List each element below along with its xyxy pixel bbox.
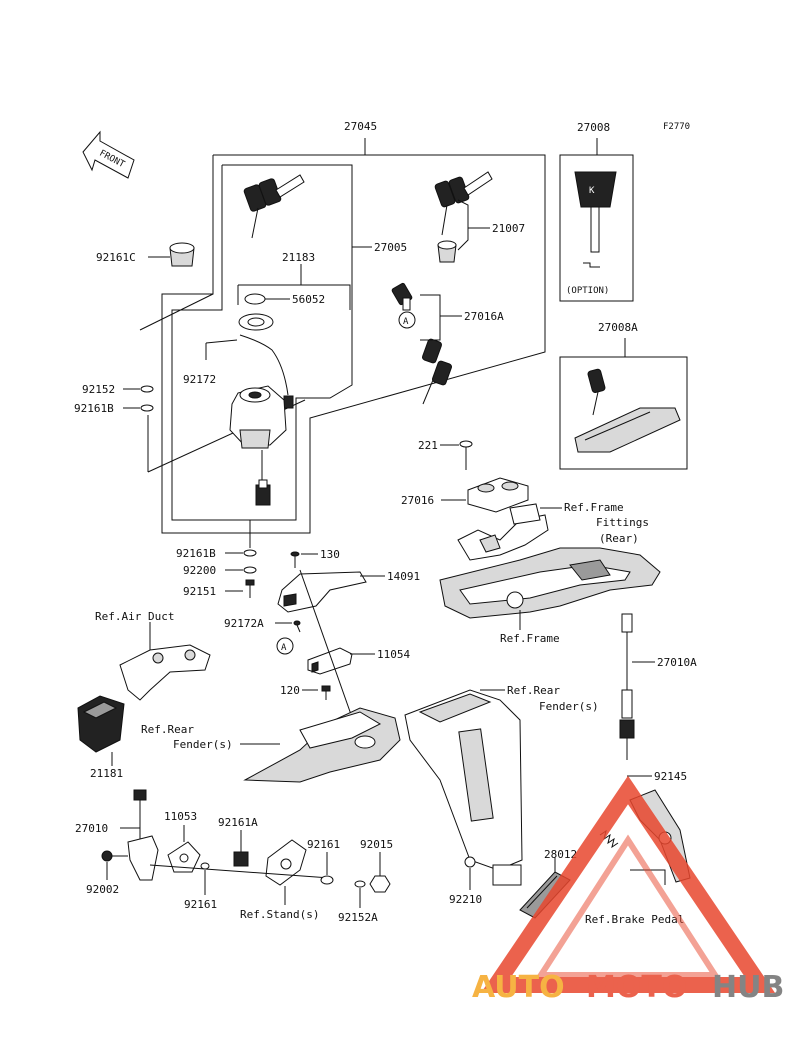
option-key-box: K (OPTION)	[559, 138, 634, 302]
label-27005: 27005	[374, 241, 407, 254]
label-92161-right: 92161	[307, 838, 340, 851]
cap-icon-92161C	[169, 242, 195, 267]
label-27008A: 27008A	[598, 321, 638, 334]
nut-icon-92210	[464, 856, 476, 868]
label-14091: 14091	[387, 570, 420, 583]
label-92161-left: 92161	[184, 898, 217, 911]
watermark-hub: HUB	[712, 970, 784, 1005]
screw-icon-92172A	[293, 620, 301, 633]
label-56052: 56052	[292, 293, 325, 306]
washer-icon-92152A	[354, 880, 366, 888]
label-221: 221	[418, 439, 438, 452]
side-stand-switch-icon-27010	[127, 789, 159, 881]
watermark-moto: MOTO	[586, 970, 687, 1005]
label-92151: 92151	[183, 585, 216, 598]
ignition-switch-icon	[205, 313, 294, 506]
label-28012: 28012	[544, 848, 577, 861]
rear-fender-left-icon	[243, 707, 401, 783]
figure-code: F2770	[663, 122, 690, 132]
bolt-icon-120	[321, 685, 331, 700]
label-92161A: 92161A	[218, 816, 258, 829]
spare-key-icon	[574, 368, 681, 453]
plate-icon-11053	[167, 841, 201, 873]
key-icon-set-right	[434, 171, 493, 263]
label-27016A: 27016A	[464, 310, 504, 323]
ref-air-duct: Ref.Air Duct	[95, 610, 174, 623]
label-21007: 21007	[492, 222, 525, 235]
label-92172A: 92172A	[224, 617, 264, 630]
label-92161C: 92161C	[96, 251, 136, 264]
washer-icon-92200	[243, 566, 257, 574]
label-92161B-bottom: 92161B	[176, 547, 216, 560]
washer-icon-92161B-bottom	[243, 549, 257, 557]
ref-stand: Ref.Stand(s)	[240, 908, 319, 921]
ref-frame: Ref.Frame	[500, 632, 560, 645]
nut-icon-92015	[369, 875, 391, 893]
label-92210: 92210	[449, 893, 482, 906]
label-92015: 92015	[360, 838, 393, 851]
ref-rear-fender-left-1: Ref.Rear	[141, 723, 194, 736]
screw-icon-221	[459, 440, 473, 470]
frame-fittings-icon	[457, 503, 549, 561]
label-27016: 27016	[401, 494, 434, 507]
ref-frame-fittings-1: Ref.Frame	[564, 501, 624, 514]
callout-a-bottom-label: A	[281, 643, 287, 653]
cover-icon-14091	[277, 571, 367, 613]
label-21183: 21183	[282, 251, 315, 264]
label-92200: 92200	[183, 564, 216, 577]
label-11054: 11054	[377, 648, 410, 661]
label-11053: 11053	[164, 810, 197, 823]
ref-rear-fender-right-1: Ref.Rear	[507, 684, 560, 697]
label-27010: 27010	[75, 822, 108, 835]
ref-rear-fender-right-2: Fender(s)	[539, 700, 599, 713]
label-120: 120	[280, 684, 300, 697]
callout-a-top	[398, 311, 416, 329]
bolt-icon-92002	[101, 850, 128, 862]
front-arrow-icon: FRONT	[82, 130, 135, 179]
svg-text:K: K	[589, 186, 595, 196]
rear-frame-icon	[439, 547, 661, 619]
watermark-auto: AUTO	[472, 970, 565, 1005]
label-130: 130	[320, 548, 340, 561]
ref-brake-pedal: Ref.Brake Pedal	[585, 913, 684, 926]
label-27008: 27008	[577, 121, 610, 134]
ecu-icon-21181	[77, 695, 125, 753]
label-21181: 21181	[90, 767, 123, 780]
washer-icon-92161-left	[200, 862, 210, 870]
ref-frame-fittings-3: (Rear)	[599, 532, 639, 545]
callout-a-top-label: A	[403, 317, 409, 327]
option-label: (OPTION)	[566, 286, 609, 296]
bracket-icon-11054	[307, 647, 353, 675]
o-ring-icon-56052	[244, 293, 266, 305]
bolt-icon-92151	[245, 579, 255, 598]
washer-icon-92161B	[140, 404, 154, 412]
watermark-logo: AUTO MOTO HUB	[472, 775, 784, 1005]
transponder-key-icon-set	[391, 282, 462, 405]
ref-rear-fender-left-2: Fender(s)	[173, 738, 233, 751]
label-92152: 92152	[82, 383, 115, 396]
label-92172: 92172	[183, 373, 216, 386]
side-stand-icon	[149, 839, 331, 886]
callout-a-bottom	[276, 637, 294, 655]
washer-icon-92161-right	[320, 875, 334, 885]
washer-icon-92152	[140, 385, 154, 393]
air-duct-icon	[119, 644, 211, 701]
ref-frame-fittings-2: Fittings	[596, 516, 649, 529]
collar-icon-92161A	[233, 851, 249, 867]
label-92161B-top: 92161B	[74, 402, 114, 415]
ignition-switch-set-outline	[139, 138, 546, 534]
key-icon-set-left	[243, 174, 305, 239]
bracket-icon-27016	[467, 477, 529, 513]
label-27045: 27045	[344, 120, 377, 133]
stop-switch-icon-27010A	[619, 613, 635, 760]
screw-icon-130	[290, 551, 300, 568]
label-92152A: 92152A	[338, 911, 378, 924]
rear-fender-right-icon	[404, 689, 523, 886]
label-92145: 92145	[654, 770, 687, 783]
label-27010A: 27010A	[657, 656, 697, 669]
label-92002: 92002	[86, 883, 119, 896]
